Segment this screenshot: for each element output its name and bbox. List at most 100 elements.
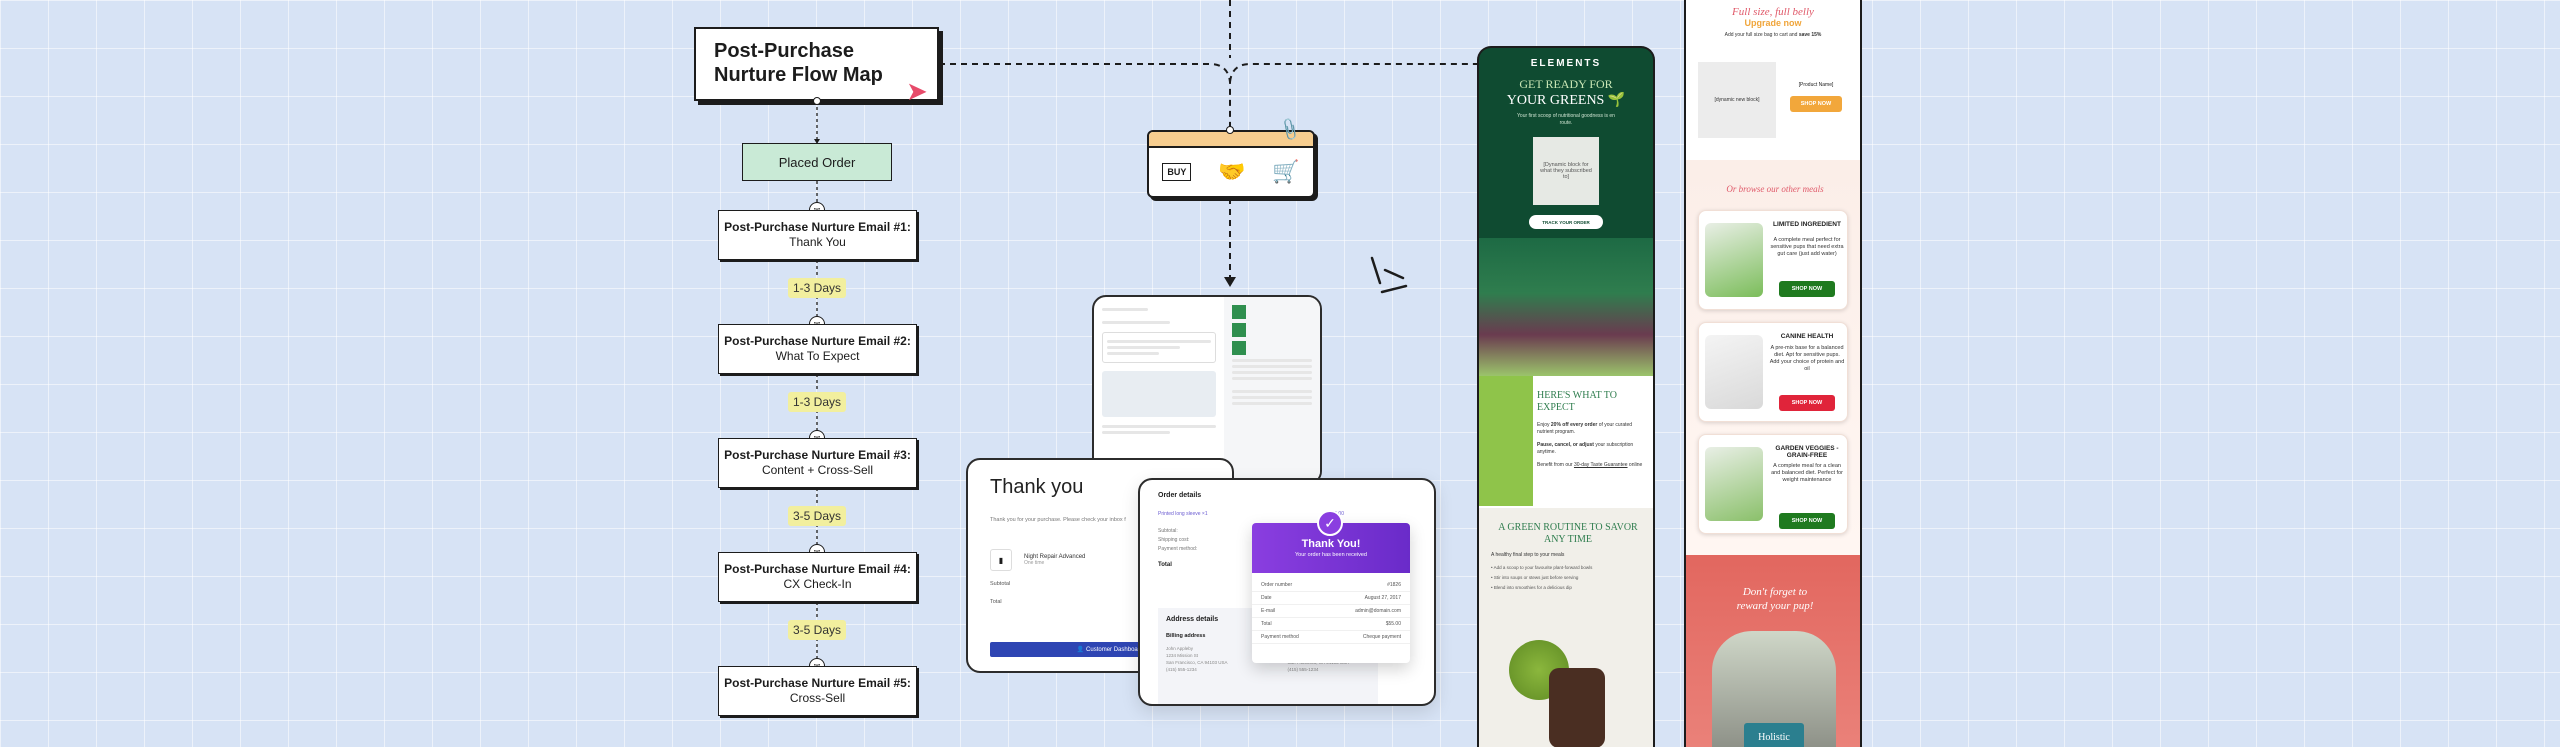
product-card-desc: A complete meal perfect for sensitive pu…	[1770, 237, 1844, 257]
product-sub: One time	[1024, 560, 1045, 566]
buy-button-icon: BUY	[1162, 163, 1192, 181]
product-card: GARDEN VEGGIES - GRAIN-FREE A complete m…	[1698, 434, 1848, 534]
shop-now-button[interactable]: SHOP NOW	[1779, 513, 1835, 529]
product-thumb: ▮	[990, 549, 1012, 571]
product-card-name: LIMITED INGREDIENT	[1773, 221, 1841, 228]
product-bag-image	[1705, 447, 1763, 521]
product-card: CANINE HEALTH A pre-mix base for a balan…	[1698, 322, 1848, 422]
pup-dynamic-block: [dynamic new block]	[1698, 62, 1776, 138]
connector-node	[813, 97, 821, 105]
sprout-icon: 🌱	[1607, 93, 1626, 108]
email-card-1[interactable]: Post-Purchase Nurture Email #1: Thank Yo…	[718, 210, 917, 260]
expect-item: Pause, cancel, or adjust your subscripti…	[1537, 442, 1634, 455]
expect-title: HERE'S WHAT TO EXPECT	[1537, 390, 1617, 413]
routine-item: • Blend into smoothies for a delicious d…	[1491, 585, 1572, 590]
checkout-screen-back	[1092, 295, 1322, 485]
email-title: Post-Purchase Nurture Email #5:	[724, 676, 911, 690]
connector-node	[1226, 126, 1234, 134]
expect-item: Benefit from our 30-day Taste Guarantee …	[1537, 462, 1643, 468]
routine-item: • Add a scoop to your favourite plant-fo…	[1491, 565, 1593, 570]
dont-forget-line-2: reward your pup!	[1736, 600, 1814, 612]
guarantee-link[interactable]: 30-day Taste Guarantee	[1573, 462, 1628, 468]
line-item: Printed long sleeve ×1	[1158, 511, 1208, 517]
browse-heading: Or browse our other meals	[1726, 184, 1824, 194]
shop-now-button[interactable]: SHOP NOW	[1779, 395, 1835, 411]
confirmation-heading: Thank You!	[1301, 538, 1361, 550]
routine-sub: A healthy final step to your meals	[1491, 552, 1565, 558]
product-card-desc: A complete meal for a clean and balanced…	[1771, 463, 1843, 483]
email-subtitle: CX Check-In	[783, 577, 852, 591]
flow-map-title-card: Post-Purchase Nurture Flow Map	[694, 27, 939, 101]
brand-logo: ELEMENTS	[1530, 58, 1602, 69]
treat-package-label: Holistic	[1744, 723, 1804, 747]
email-subtitle: Cross-Sell	[789, 691, 846, 705]
cart-check-icon: 🛒	[1272, 159, 1300, 184]
greens-dynamic-block: [Dynamic block for what they subscribed …	[1533, 137, 1599, 205]
email-subtitle: Content + Cross-Sell	[761, 463, 874, 477]
cursor-pointer-icon: ➤	[906, 76, 928, 106]
purchase-icon-bar: BUY 🤝 🛒	[1147, 130, 1315, 198]
email-card-5[interactable]: Post-Purchase Nurture Email #5: Cross-Se…	[718, 666, 917, 716]
thank-you-intro: Thank you for your purchase. Please chec…	[990, 517, 1126, 523]
billing-heading: Billing address	[1166, 633, 1206, 639]
order-confirmation-card: Thank You! Your order has been received …	[1252, 523, 1410, 663]
pup-product-name: [Product Name]	[1798, 82, 1834, 88]
order-row: Shipping cost:	[1158, 537, 1190, 543]
confirmation-row: Total$55.00	[1252, 618, 1410, 631]
user-icon: 👤	[1076, 647, 1087, 653]
shop-now-button[interactable]: SHOP NOW	[1790, 96, 1842, 112]
flow-map-title: Post-Purchase Nurture Flow Map	[714, 40, 883, 86]
product-bag-image	[1705, 335, 1763, 409]
routine-title: A GREEN ROUTINE TO SAVOR ANY TIME	[1498, 522, 1638, 545]
product-card-name: CANINE HEALTH	[1780, 333, 1834, 340]
delay-pill: 3-5 Days	[788, 620, 846, 640]
order-details-heading: Order details	[1158, 492, 1202, 499]
pup-email-preview: Full size, full belly Upgrade now Add yo…	[1684, 0, 1862, 747]
upgrade-heading: Upgrade now	[1744, 18, 1802, 28]
delay-pill: 1-3 Days	[788, 278, 846, 298]
address-details-heading: Address details	[1166, 616, 1219, 623]
email-title: Post-Purchase Nurture Email #4:	[724, 562, 911, 576]
email-subtitle: Thank You	[789, 235, 846, 249]
confirmation-row: Order number#1826	[1252, 579, 1410, 592]
dog-photo: Holistic	[1712, 631, 1836, 747]
greens-texture-image	[1479, 376, 1533, 506]
product-card-name: GARDEN VEGGIES - GRAIN-FREE	[1775, 445, 1839, 459]
delay-pill: 1-3 Days	[788, 392, 846, 412]
delay-pill: 3-5 Days	[788, 506, 846, 526]
greens-email-preview: ELEMENTS GET READY FOR YOUR GREENS 🌱 You…	[1477, 46, 1655, 747]
email-card-3[interactable]: Post-Purchase Nurture Email #3: Content …	[718, 438, 917, 488]
product-card-desc: A pre-mix base for a balanced diet. Apt …	[1769, 345, 1845, 372]
pup-script-head: Full size, full belly	[1732, 6, 1814, 18]
greens-headline-2: YOUR GREENS 🌱	[1506, 93, 1626, 108]
product-name: Night Repair Advanced	[1024, 554, 1086, 560]
greens-hero-image	[1479, 238, 1653, 376]
email-card-4[interactable]: Post-Purchase Nurture Email #4: CX Check…	[718, 552, 917, 602]
routine-item: • Stir into soups or stews just before s…	[1491, 575, 1579, 580]
handshake-icon: 🤝	[1218, 159, 1246, 184]
confirmation-sub: Your order has been received	[1295, 552, 1367, 558]
order-total-label: Total	[1158, 562, 1172, 568]
email-title: Post-Purchase Nurture Email #1:	[724, 220, 911, 234]
expect-item: Enjoy 20% off every order of your curate…	[1537, 422, 1633, 435]
placed-order-label: Placed Order	[778, 154, 856, 170]
greens-headline-1: GET READY FOR	[1519, 77, 1613, 91]
subtotal-label: Subtotal	[990, 581, 1011, 587]
thank-you-heading: Thank you	[990, 476, 1084, 498]
shop-now-button[interactable]: SHOP NOW	[1779, 281, 1835, 297]
upgrade-sub: Add your full size bag to cart and save …	[1724, 32, 1822, 38]
email-title: Post-Purchase Nurture Email #3:	[724, 448, 911, 462]
email-card-2[interactable]: Post-Purchase Nurture Email #2: What To …	[718, 324, 917, 374]
product-card: LIMITED INGREDIENT A complete meal perfe…	[1698, 210, 1848, 310]
jar-image	[1549, 668, 1605, 747]
dont-forget-line-1: Don't forget to	[1742, 586, 1808, 598]
email-title: Post-Purchase Nurture Email #2:	[724, 334, 911, 348]
order-row: Payment method:	[1158, 546, 1198, 552]
track-order-button[interactable]: TRACK YOUR ORDER	[1529, 215, 1603, 229]
product-bag-image	[1705, 223, 1763, 297]
greens-sub: Your first scoop of nutritional goodness…	[1517, 113, 1615, 126]
email-subtitle: What To Expect	[775, 349, 860, 363]
